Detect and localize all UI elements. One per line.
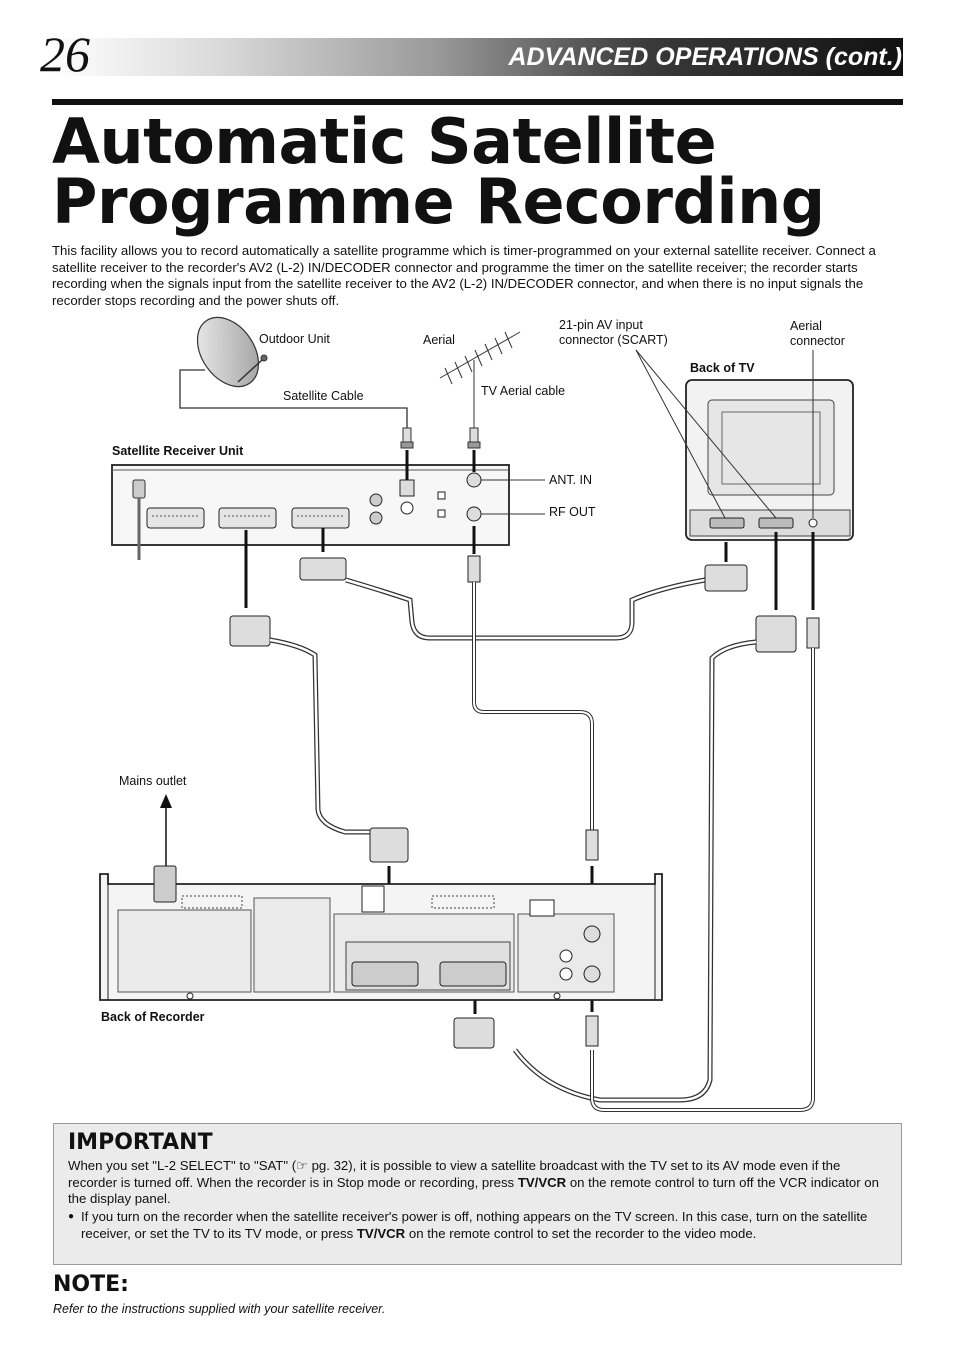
aerial-antenna-icon [439, 331, 521, 428]
title-line-2: Programme Recording [52, 165, 825, 238]
scart-label: 21-pin AV input connector (SCART) [559, 318, 668, 347]
note-heading: NOTE: [53, 1272, 129, 1297]
ant-in-label: ANT. IN [549, 473, 593, 487]
recorder-back [99, 865, 663, 1001]
important-box [53, 1123, 902, 1265]
connection-diagram: Outdoor Unit Satellite Cable Aerial TV A… [0, 310, 954, 1120]
aerial-label: Aerial [423, 333, 455, 347]
intro-paragraph: This facility allows you to record autom… [52, 243, 876, 308]
mains-outlet-label: Mains outlet [119, 774, 187, 788]
receiver-to-tv-scart-cable [299, 528, 748, 641]
bullet: ● [68, 1211, 75, 1222]
title-line-1: Automatic Satellite [52, 105, 717, 178]
satellite-cable-plug [400, 427, 414, 449]
rf-out-to-recorder-cable [467, 526, 599, 930]
aerial-connector-label: Aerial connector [790, 319, 845, 348]
page-number: 26 [40, 26, 90, 82]
aerial-cable-plug [467, 427, 481, 449]
back-of-recorder-label: Back of Recorder [101, 1010, 205, 1024]
title-rule [52, 99, 903, 105]
satellite-receiver-unit [111, 464, 510, 560]
connection-diagram-svg [99, 316, 854, 1112]
section-header: ADVANCED OPERATIONS (cont.) [508, 43, 902, 71]
page-title: Automatic Satellite Programme Recording [52, 105, 912, 238]
pointing-hand-icon: ☞ [296, 1158, 308, 1173]
rf-out-label: RF OUT [549, 505, 596, 519]
satellite-cable [179, 369, 408, 428]
tv-to-recorder-scart-cable [453, 532, 797, 1103]
tv-back [685, 379, 854, 541]
tv-aerial-to-recorder-cable [585, 532, 820, 1112]
satellite-dish-icon [196, 316, 268, 388]
outdoor-unit-label: Outdoor Unit [259, 332, 330, 346]
header-bar [52, 38, 903, 76]
receiver-to-recorder-scart-cable [229, 530, 409, 962]
back-of-tv-label: Back of TV [690, 361, 755, 375]
important-paragraph-2: ● If you turn on the recorder when the s… [68, 1209, 868, 1241]
important-paragraph-1: When you set "L-2 SELECT" to "SAT" (☞ pg… [68, 1158, 879, 1206]
tv-aerial-cable-label: TV Aerial cable [481, 384, 566, 398]
satellite-receiver-unit-label: Satellite Receiver Unit [112, 444, 244, 458]
note-text: Refer to the instructions supplied with … [53, 1302, 386, 1316]
satellite-cable-label: Satellite Cable [283, 389, 364, 403]
important-heading: IMPORTANT [68, 1130, 213, 1155]
